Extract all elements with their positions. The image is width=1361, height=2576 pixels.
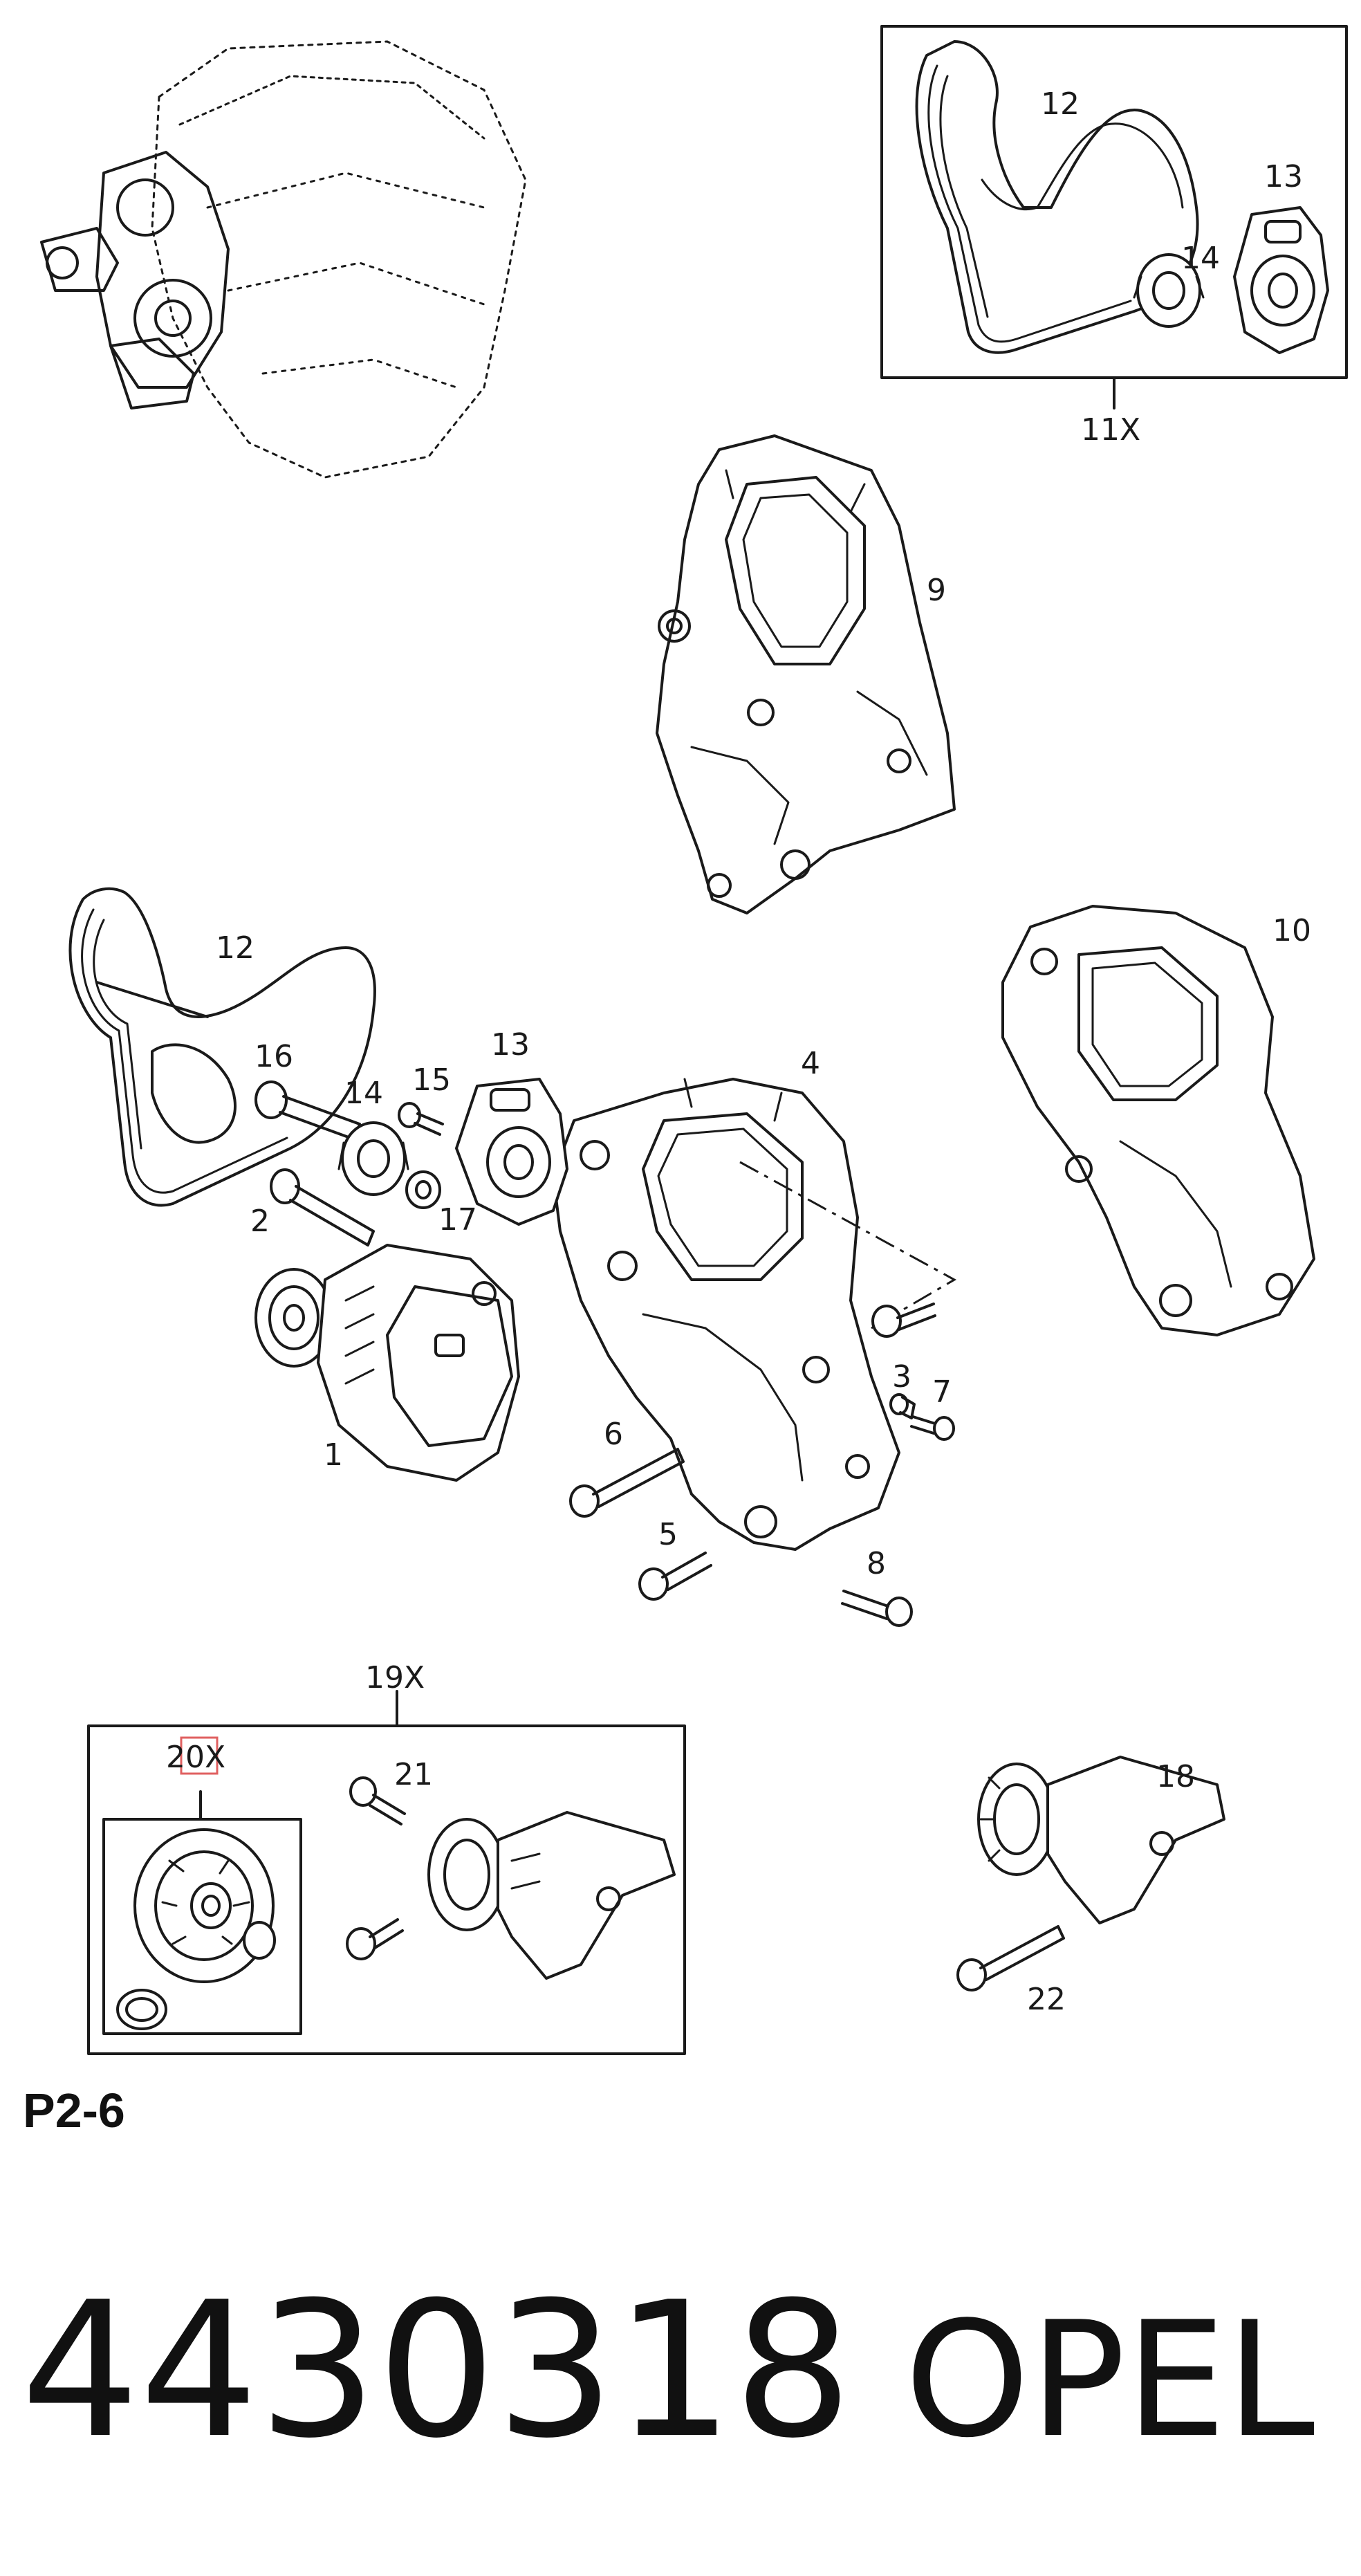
bolt-part-6 <box>569 1448 685 1518</box>
callout-3: 3 <box>892 1359 911 1395</box>
callout-13-kit: 13 <box>1264 159 1303 194</box>
kit-19x-box <box>87 1690 686 2055</box>
kit-11x-box <box>880 25 1348 410</box>
pulley-part-14 <box>337 1121 409 1196</box>
bolt-part-7 <box>910 1415 955 1441</box>
callout-8: 8 <box>867 1546 886 1581</box>
callout-4: 4 <box>801 1046 820 1081</box>
tensioner-13-kit <box>1233 206 1329 354</box>
belt-part-12 <box>68 887 376 1207</box>
callout-11x: 11X <box>1081 412 1140 448</box>
callout-16: 16 <box>254 1039 293 1074</box>
bolt-part-22 <box>956 1925 1065 1991</box>
bolt-part-5 <box>638 1552 712 1601</box>
part-number: 4430318 <box>21 2261 852 2479</box>
callout-2: 2 <box>250 1204 270 1239</box>
callout-6: 6 <box>604 1417 623 1452</box>
callout-15: 15 <box>412 1062 451 1098</box>
callout-12-kit: 12 <box>1041 86 1080 122</box>
callout-14-kit: 14 <box>1181 241 1220 276</box>
bolt-part-15 <box>398 1102 444 1136</box>
tensioner-part-13 <box>455 1078 568 1226</box>
callout-13: 13 <box>491 1027 530 1062</box>
callout-7: 7 <box>932 1374 952 1410</box>
brand-name: OPEL <box>905 2288 1315 2473</box>
callout-14: 14 <box>344 1076 383 1111</box>
alternator-part-1 <box>254 1244 520 1482</box>
pin-part-3 <box>889 1393 916 1419</box>
callout-21: 21 <box>394 1757 433 1792</box>
callout-5: 5 <box>658 1517 678 1552</box>
callout-20x: 20X <box>166 1740 225 1775</box>
callout-labels: 1 2 3 4 5 6 7 8 9 10 11X 12 12 13 13 14 … <box>166 86 1311 2017</box>
callout-1: 1 <box>324 1437 343 1473</box>
callout-18: 18 <box>1156 1759 1195 1794</box>
kit-20x-box <box>102 1790 302 2035</box>
belt-12-kit <box>915 40 1199 354</box>
highlight-marker <box>180 1736 219 1775</box>
bolt-part-8 <box>841 1590 913 1627</box>
callout-19x: 19X <box>365 1660 425 1695</box>
sleeve-part-17 <box>405 1170 441 1209</box>
bolt-part-2 <box>270 1168 375 1246</box>
cover-part-10 <box>1001 905 1315 1336</box>
tensioner-part-18 <box>977 1756 1225 1924</box>
bolt-part-16 <box>254 1080 361 1141</box>
callout-12: 12 <box>216 930 254 966</box>
bracket-part-4 <box>552 1078 957 1551</box>
callout-9: 9 <box>927 573 946 608</box>
pulley-14-kit <box>1133 253 1205 328</box>
cover-part-9 <box>656 434 956 914</box>
callout-17: 17 <box>438 1202 477 1238</box>
section-label: P2-6 <box>23 2083 125 2137</box>
callout-10: 10 <box>1272 913 1311 948</box>
bolt-near-bracket <box>871 1303 936 1338</box>
engine-overview-sketch <box>40 40 527 479</box>
callout-22: 22 <box>1027 1982 1066 2017</box>
